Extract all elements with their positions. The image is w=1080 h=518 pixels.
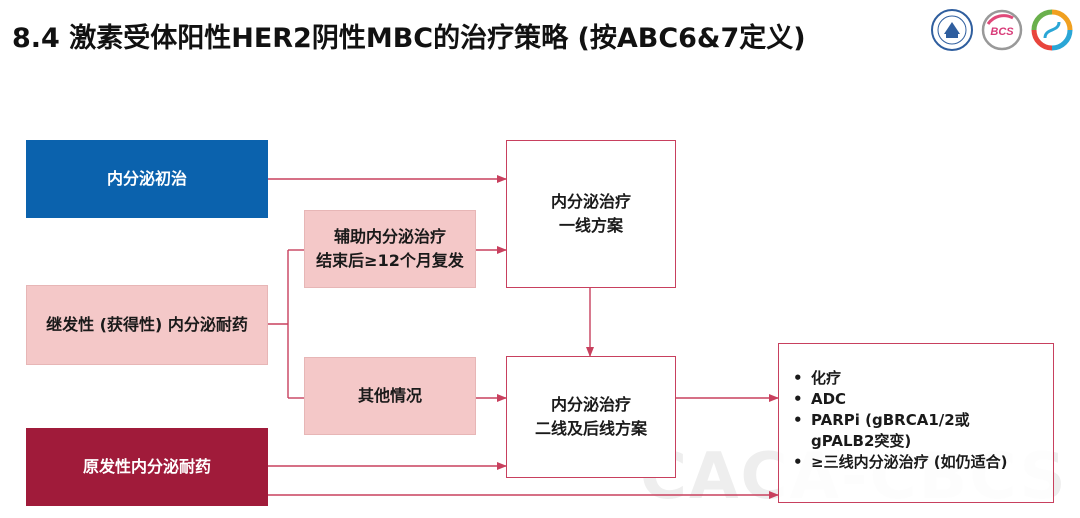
second-line-therapy-box: 内分泌治疗 二线及后线方案: [506, 356, 676, 478]
page-title: 8.4 激素受体阳性HER2阴性MBC的治疗策略 (按ABC6&7定义): [12, 23, 806, 54]
option-chemotherapy: 化疗: [789, 368, 1043, 389]
other-situation-box: 其他情况: [304, 357, 476, 435]
second-line-therapy-line2: 二线及后线方案: [534, 419, 647, 438]
secondary-resistance-label: 继发性 (获得性) 内分泌耐药: [46, 315, 248, 334]
relapse-after-adjuvant-box: 辅助内分泌治疗 结束后≥12个月复发: [304, 210, 476, 288]
primary-resistance-label: 原发性内分泌耐药: [82, 457, 211, 476]
treatment-options-list: 化疗 ADC PARPi (gBRCA1/2或 gPALB2突变) ≥三线内分泌治…: [789, 368, 1043, 473]
option-parpi-line2: gPALB2突变): [811, 432, 912, 450]
first-line-therapy-line1: 内分泌治疗: [550, 192, 631, 211]
endocrine-naive-box: 内分泌初治: [26, 140, 268, 218]
first-line-therapy-line2: 一线方案: [558, 216, 623, 235]
first-line-therapy-box: 内分泌治疗 一线方案: [506, 140, 676, 288]
logo-group: BCS: [930, 8, 1075, 54]
option-third-line-endocrine: ≥三线内分泌治疗 (如仍适合): [789, 452, 1043, 473]
second-line-therapy-line1: 内分泌治疗: [550, 395, 631, 414]
relapse-after-adjuvant-line2: 结束后≥12个月复发: [316, 251, 464, 270]
secondary-resistance-box: 继发性 (获得性) 内分泌耐药: [26, 285, 268, 365]
association-seal-icon: [931, 9, 973, 51]
primary-resistance-box: 原发性内分泌耐药: [26, 428, 268, 506]
other-situation-label: 其他情况: [357, 386, 422, 405]
relapse-after-adjuvant-line1: 辅助内分泌治疗: [333, 227, 446, 246]
option-adc: ADC: [789, 389, 1043, 410]
swirl-logo-icon: [1031, 9, 1073, 51]
bcs-logo-icon: BCS: [981, 9, 1023, 51]
option-parpi-line1: PARPi (gBRCA1/2或: [811, 411, 970, 429]
bcs-logo-text: BCS: [990, 26, 1014, 38]
option-parpi: PARPi (gBRCA1/2或 gPALB2突变): [789, 410, 1043, 452]
endocrine-naive-label: 内分泌初治: [106, 169, 187, 188]
treatment-options-box: 化疗 ADC PARPi (gBRCA1/2或 gPALB2突变) ≥三线内分泌治…: [778, 343, 1054, 503]
